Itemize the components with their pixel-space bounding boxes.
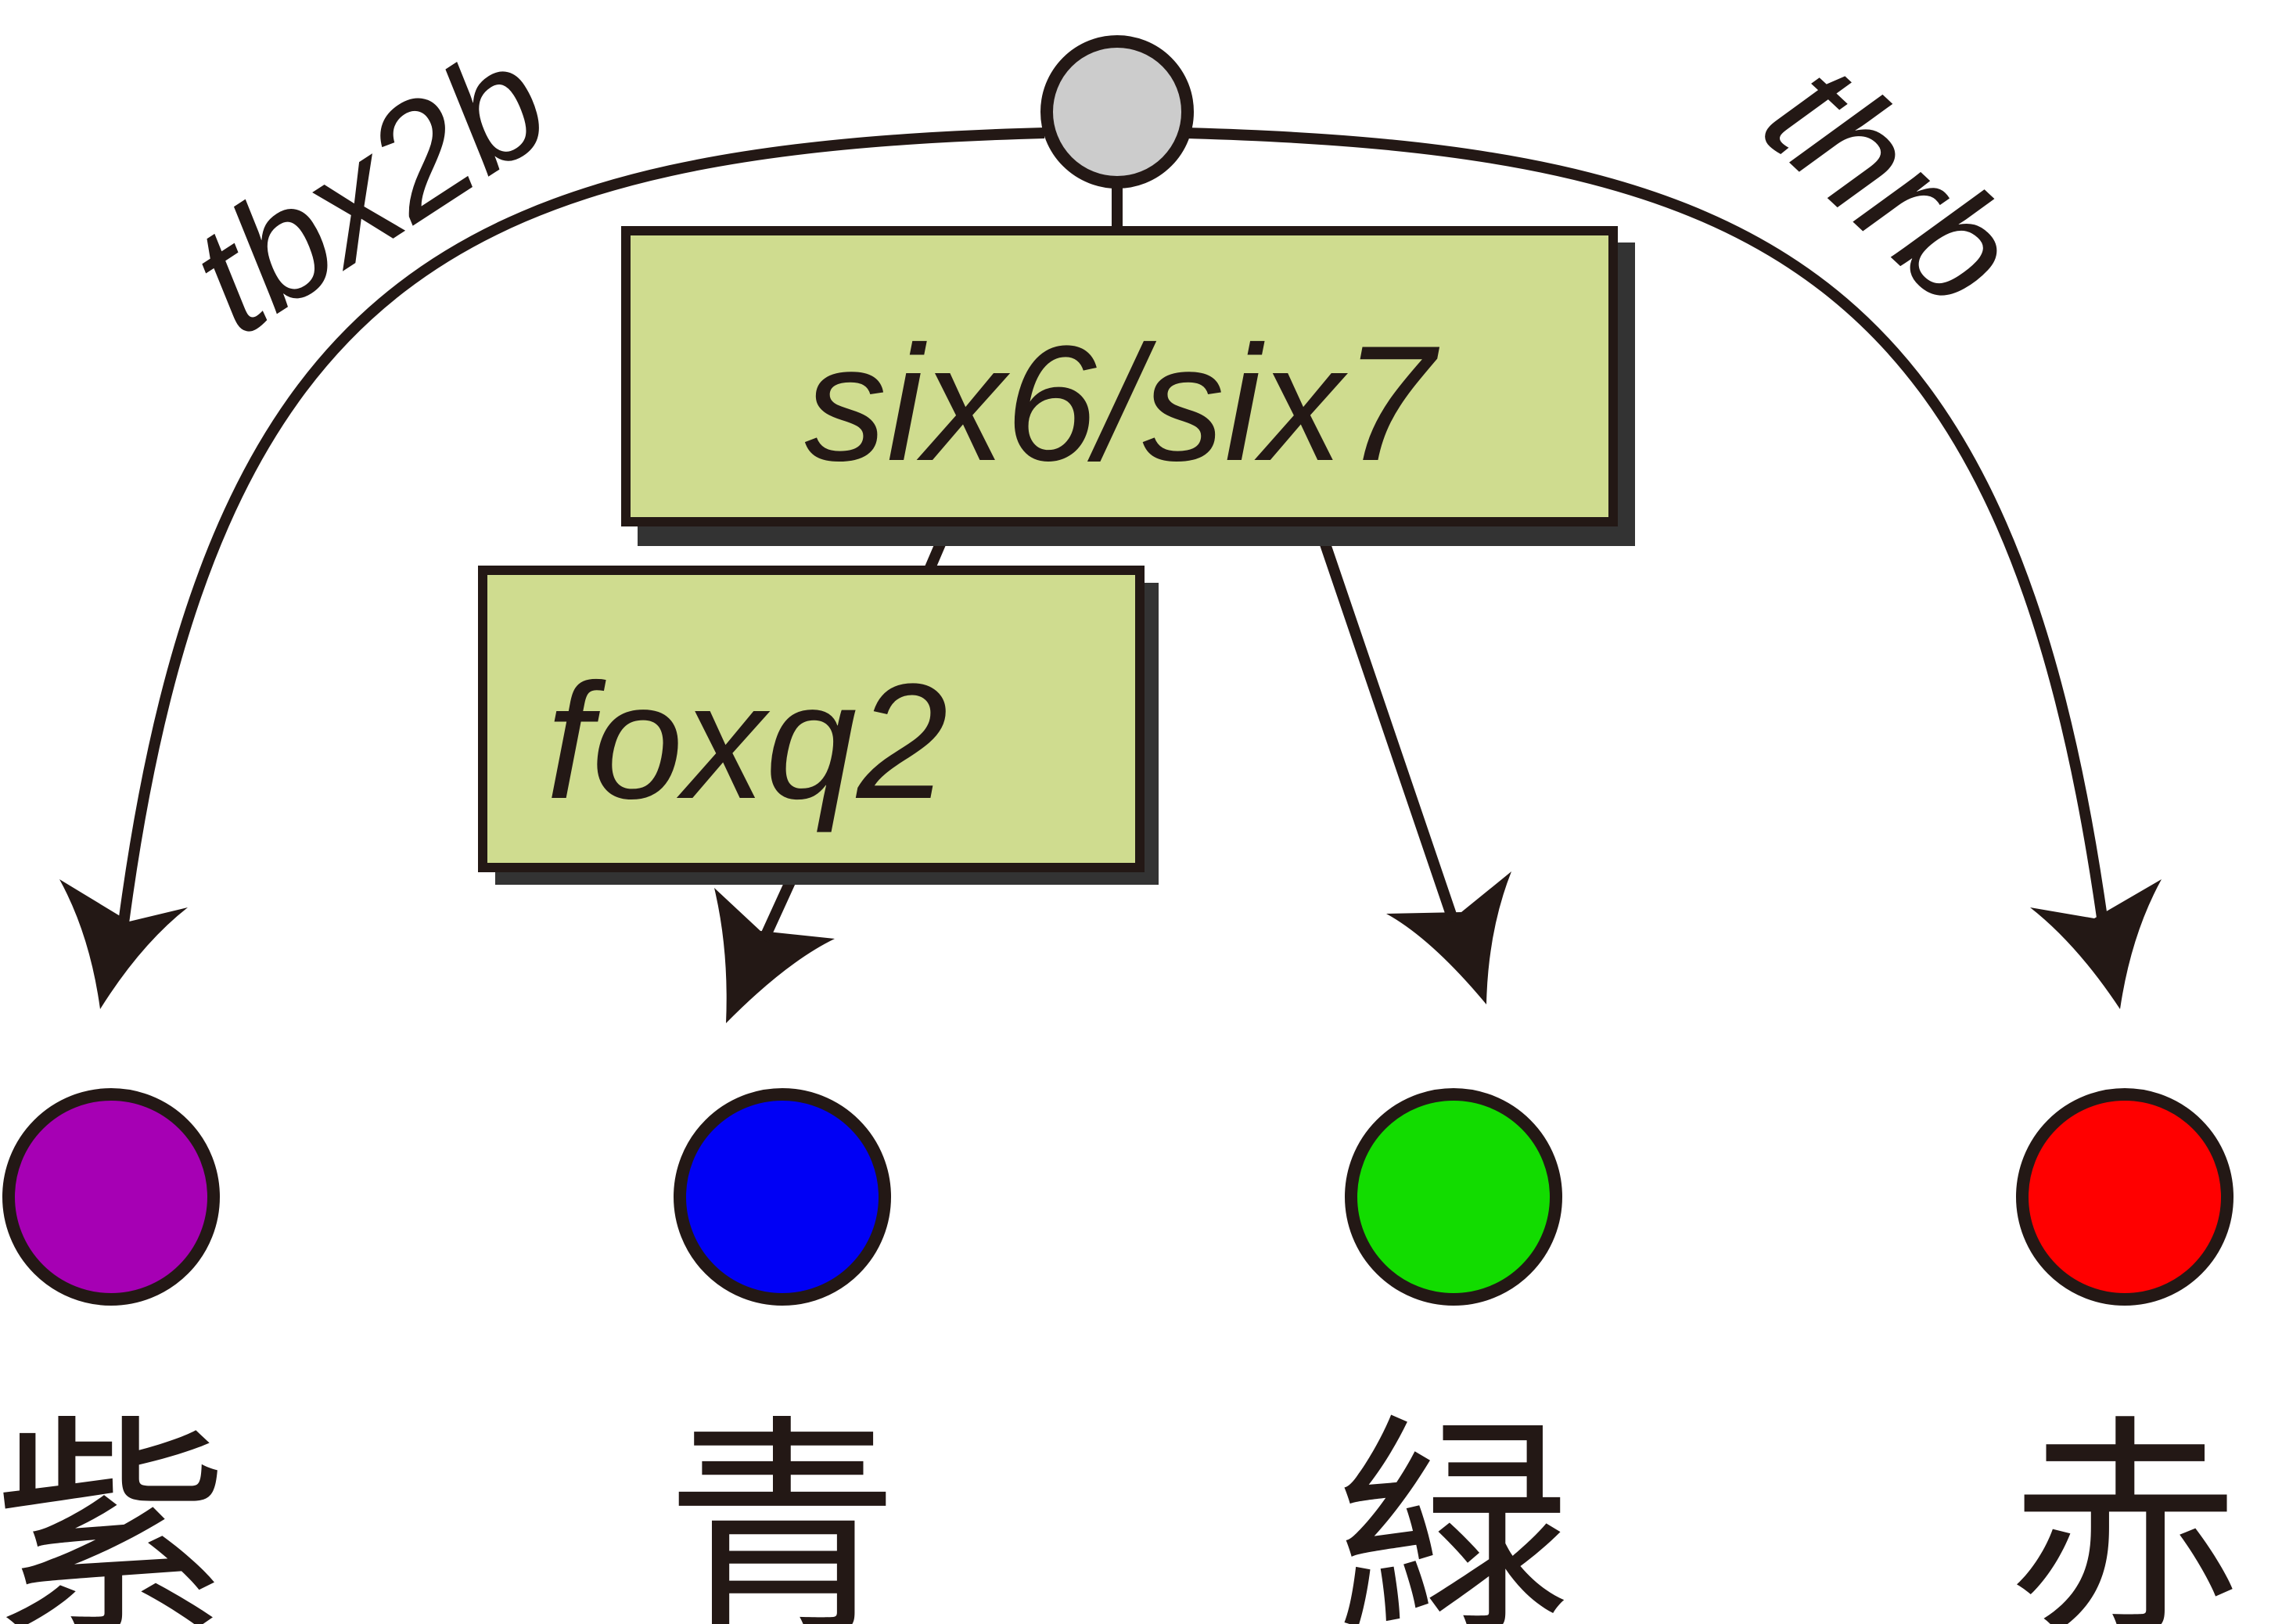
cone-cell-blue — [674, 1088, 891, 1306]
cell-label-red: 赤 — [2007, 1396, 2242, 1624]
six-box-label: six6/six7 — [804, 311, 1439, 495]
cell-label-green: 緑 — [1336, 1396, 1571, 1624]
foxq2-box-label: foxq2 — [546, 649, 948, 833]
connector-six-to-green — [1315, 528, 1459, 924]
cone-cell-red — [2016, 1088, 2233, 1306]
arrowhead-blue — [714, 888, 835, 1023]
arrowhead-green — [1386, 871, 1511, 1004]
cone-cell-purple — [2, 1088, 220, 1306]
arrowhead-red — [2030, 879, 2162, 1009]
foxq2-box — [478, 566, 1145, 872]
arrowhead-purple — [59, 879, 188, 1009]
cone-cell-green — [1345, 1088, 1562, 1306]
six-box — [621, 226, 1618, 526]
cell-label-blue: 青 — [665, 1396, 900, 1624]
progenitor-node — [1040, 35, 1194, 189]
cell-label-purple: 紫 — [0, 1396, 228, 1624]
arc-right-thrb — [1184, 128, 2108, 924]
arc-label-thrb: thrb — [1733, 28, 2049, 340]
arc-left-tbx2b — [118, 128, 1045, 924]
